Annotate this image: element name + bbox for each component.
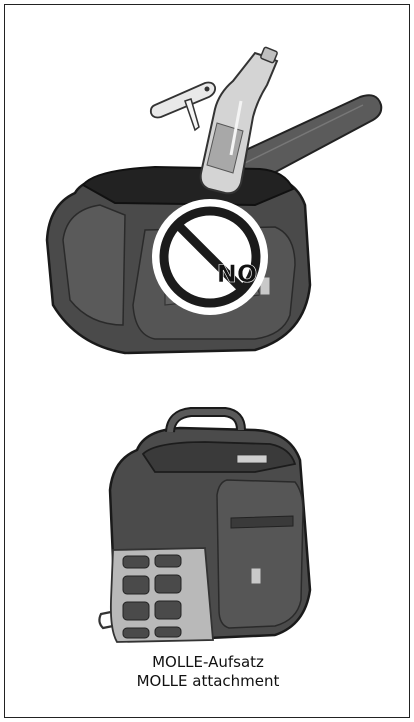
molle-panel [99, 548, 213, 642]
molle-attachment-illustration [5, 400, 411, 650]
no-label: NO [217, 260, 258, 288]
page-frame: NO MOLLE-Aufsatz [4, 4, 410, 718]
no-sharp-objects-illustration: NO [5, 5, 411, 375]
caption: MOLLE-Aufsatz MOLLE attachment [5, 653, 411, 691]
caption-german: MOLLE-Aufsatz [5, 653, 411, 672]
pocket-knife-icon [151, 83, 215, 131]
caption-english: MOLLE attachment [5, 672, 411, 691]
prohibition-sign-icon: NO [155, 202, 265, 312]
